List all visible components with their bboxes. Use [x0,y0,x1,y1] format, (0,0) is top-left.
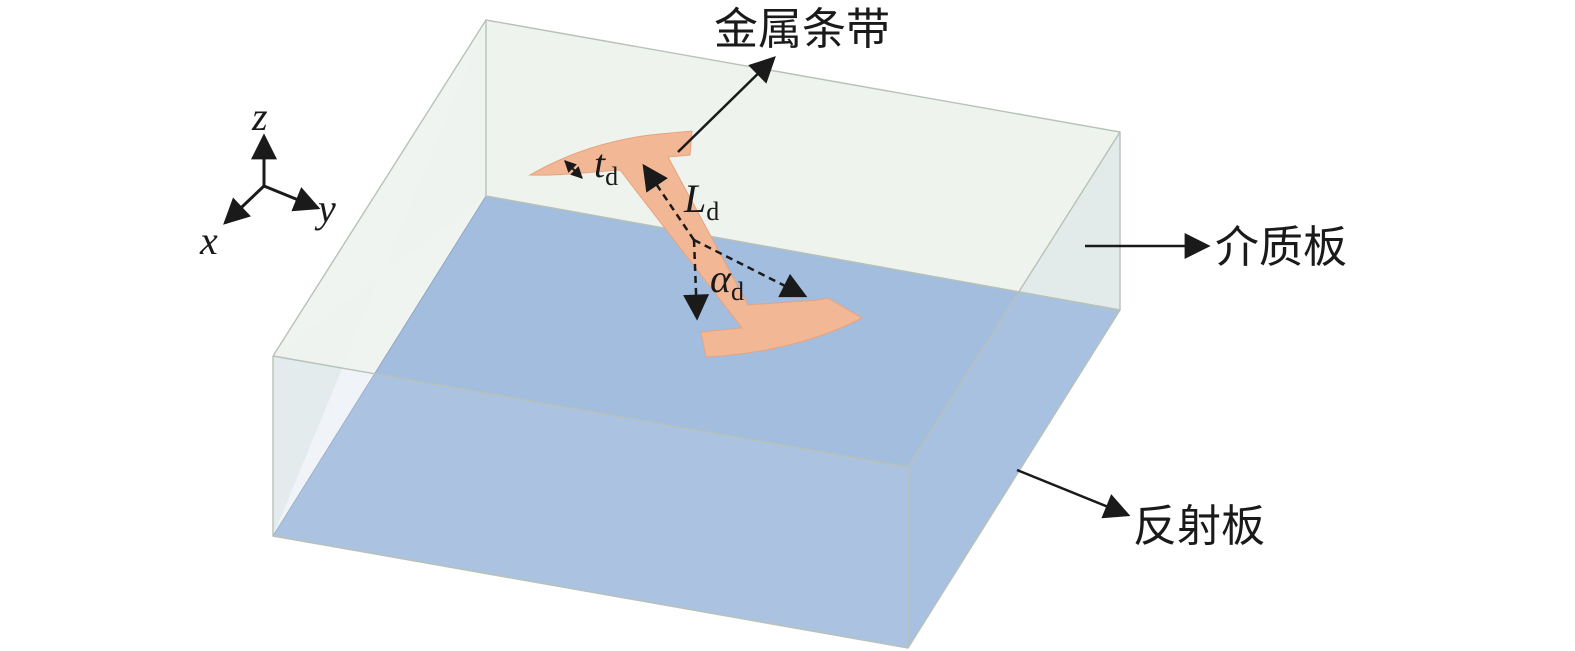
metal-strip-shape [528,130,864,358]
thickness-subscript: d [605,162,618,191]
length-arrow [642,163,696,241]
dielectric-label: 介质板 [1215,222,1347,273]
dielectric-right-face [908,132,1120,648]
reflector-callout-arrow [1016,468,1131,519]
thickness-arrow [564,160,583,179]
angle-subscript: d [731,277,744,306]
x-axis-arrow [223,184,266,225]
thickness-symbol: t [594,141,606,186]
reflector-label: 反射板 [1133,501,1265,552]
y-axis-arrow [263,184,321,212]
x-axis-label: x [199,218,218,263]
metal-strip-callout-arrow [677,56,776,153]
angle-symbol: α [710,256,732,301]
angle-arrow-right [693,238,808,298]
dimension-annotations [564,160,808,321]
component-labels: 金属条带 介质板 反射板 [714,4,1347,552]
dielectric-edges [272,19,1121,649]
angle-label: αd [710,256,744,306]
parameter-labels: td Ld αd [594,141,744,306]
coordinate-axes: z y x [199,94,336,263]
metal-strip [528,130,864,358]
length-subscript: d [706,197,719,226]
length-symbol: L [683,176,706,221]
metal-strip-label: 金属条带 [714,4,890,55]
length-label: Ld [683,176,719,226]
angle-arrow-down [683,239,710,321]
dielectric-front [273,132,1120,648]
y-axis-label: y [314,186,336,231]
thickness-label: td [594,141,618,191]
callout-arrows [677,56,1211,519]
z-axis-label: z [251,94,268,139]
dielectric-front-face [273,356,908,648]
